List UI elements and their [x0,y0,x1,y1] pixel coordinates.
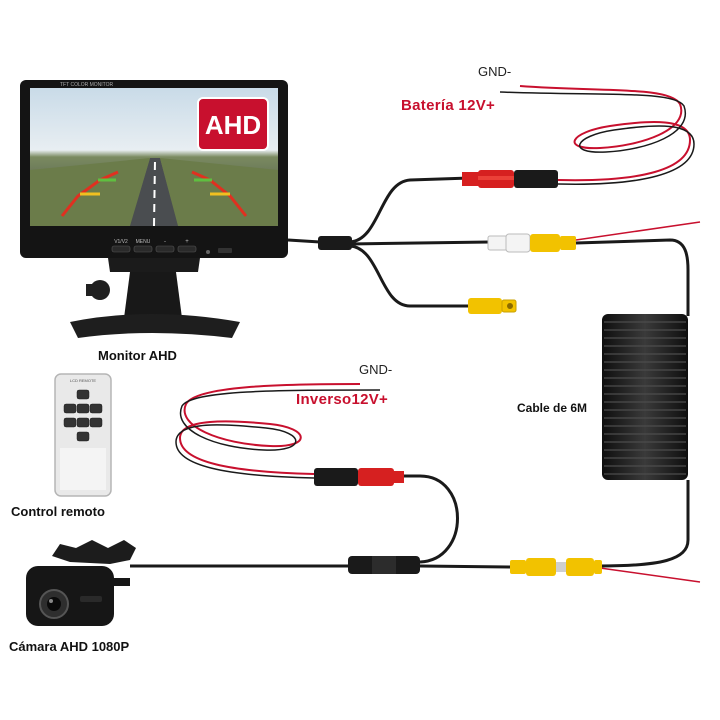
monitor-button-menu: MENU [136,239,151,245]
monitor-label: Monitor AHD [98,348,177,363]
cable-label: Cable de 6M [517,401,588,415]
monitor-buttons [111,245,197,253]
reverse-ground-wire [175,389,381,479]
remote-control: LCD REMOTE [54,373,112,497]
monitor-button-plus: + [185,239,189,245]
ahd-monitor: AHD TFT COLOR MONITOR V1/V2 MENU - + [20,80,288,338]
monitor-button-minus: - [164,239,166,245]
trigger-wire-top [575,221,701,241]
cable-coil-6m [602,314,688,480]
battery-ground-wire [499,91,695,185]
battery-wire [519,85,692,182]
monitor-harness [287,176,491,308]
reverse-ground-label: GND- [359,362,393,377]
camera-label: Cámara AHD 1080P [9,639,130,654]
video-out-cable [575,238,690,316]
battery-ground-label: GND- [478,64,512,79]
camera-power-cable [400,474,459,564]
ahd-badge: AHD [205,110,261,140]
remote-label: Control remoto [11,504,105,519]
remote-brand: LCD REMOTE [70,378,97,383]
power-connector-monitor [462,170,558,188]
camera-rca-connector [510,558,602,576]
camera-main-cable [130,564,511,569]
monitor-brand: TFT COLOR MONITOR [60,82,114,88]
power-connector-camera [314,468,404,486]
ahd-camera [26,540,136,626]
battery-label: Batería 12V+ [401,97,496,114]
monitor-button-v1v2: V1/V2 [114,239,128,245]
reverse-wire [178,383,361,475]
power-led-icon [206,250,210,254]
coil-to-camera-cable [599,480,690,568]
video-rca-connector [487,233,576,253]
harness-junction [318,236,352,250]
aux-rca-connector [468,298,517,314]
trigger-wire-bottom [599,567,701,583]
reverse-label: Inverso12V+ [296,391,389,408]
